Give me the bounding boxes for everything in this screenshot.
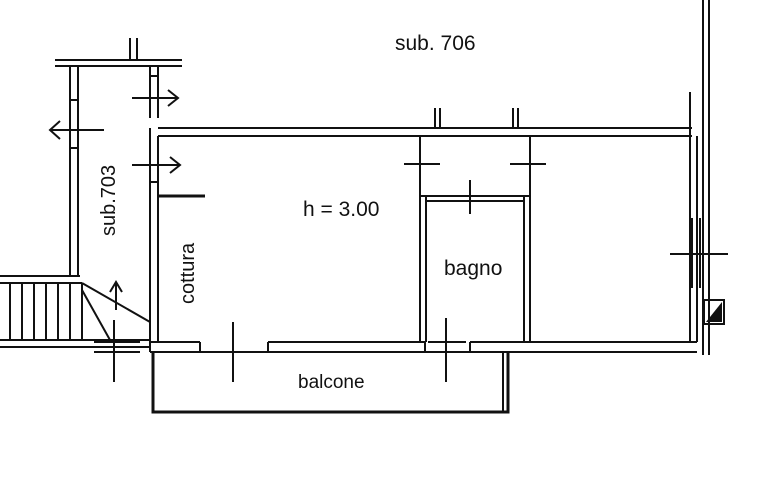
- bottom-wall: [150, 341, 697, 353]
- bathroom-top-wall: [420, 195, 530, 202]
- bottom-door-right: [428, 318, 466, 382]
- apartment-right-wall: [689, 136, 698, 342]
- corridor-right-wall: [149, 66, 159, 118]
- bottom-door-left: [94, 320, 140, 382]
- top-wall-stub-right: [512, 108, 519, 128]
- corridor-top-stub: [129, 38, 138, 60]
- label-balcone: balcone: [298, 372, 365, 393]
- stair-treads: [9, 283, 83, 340]
- label-ceiling-height: h = 3.00: [303, 198, 380, 221]
- arrow-corridor-2: [132, 156, 182, 174]
- corridor-opening-marks: [70, 75, 158, 183]
- top-wall-stub-left: [434, 108, 441, 128]
- bathroom-left-wall: [419, 136, 427, 342]
- corridor-top-wall: [55, 59, 182, 67]
- stair-arrow: [109, 280, 123, 310]
- label-sub703: sub.703: [98, 164, 120, 236]
- label-bagno: bagno: [444, 257, 503, 280]
- arrow-corridor-1: [132, 89, 180, 107]
- bathroom-door-marks: [404, 163, 546, 214]
- label-cottura: cottura: [177, 242, 199, 304]
- stairs: [0, 275, 150, 348]
- bottom-wall-joint: [199, 342, 471, 352]
- arrow-left-exit: [48, 120, 104, 140]
- right-outer-wall: [702, 0, 710, 355]
- bathroom-right-wall: [523, 136, 531, 342]
- meter-box: [703, 299, 725, 325]
- right-window: [670, 218, 728, 288]
- corridor-left-wall: [69, 66, 79, 276]
- main-left-wall: [149, 128, 159, 352]
- top-wall: [158, 127, 692, 137]
- balcony-outline: [151, 352, 510, 414]
- meter-box-fill: [706, 302, 722, 322]
- label-sub706: sub. 706: [395, 32, 476, 55]
